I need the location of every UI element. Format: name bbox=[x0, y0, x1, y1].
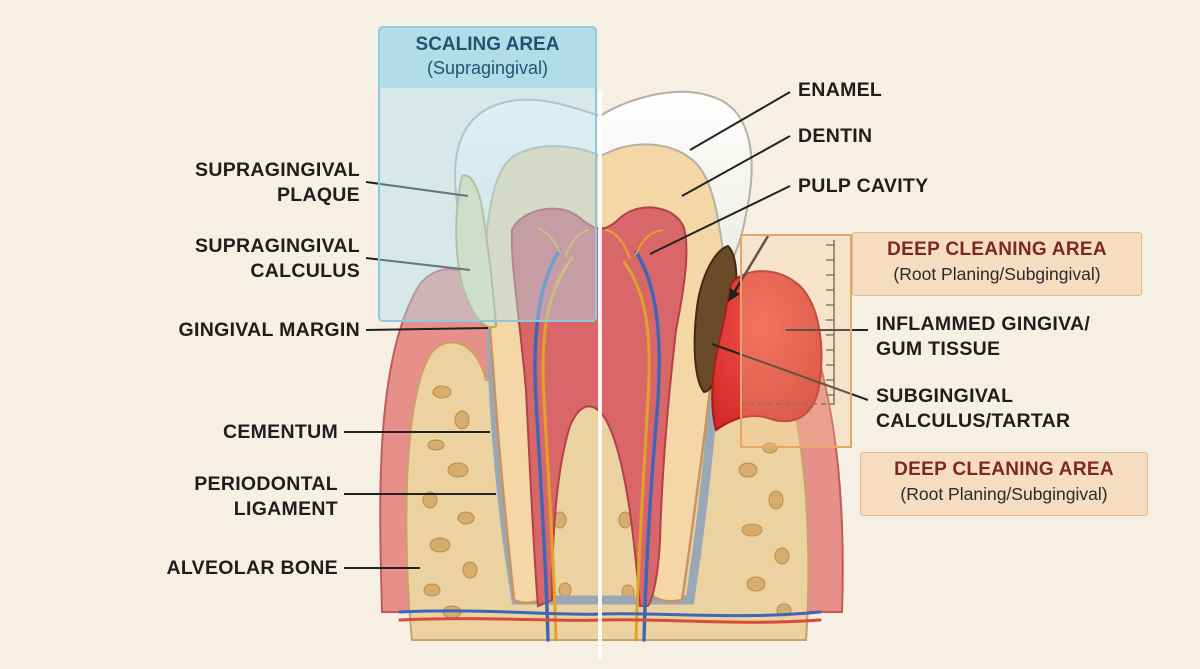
leader-lines bbox=[344, 91, 869, 569]
scaling-area-title: SCALING AREA bbox=[415, 34, 560, 55]
supragingival-calculus bbox=[455, 174, 498, 329]
label-periodontal-ligament: PERIODONTAL LIGAMENT bbox=[194, 473, 338, 520]
label-supragingival-calculus: SUPRAGINGIVAL CALCULUS bbox=[195, 235, 360, 282]
inflamed-gingiva bbox=[711, 270, 823, 432]
scaling-area-subtitle: (Supragingival) bbox=[426, 58, 549, 78]
pocket-depth-ruler bbox=[740, 240, 835, 405]
deep-cleaning-title-top: DEEP CLEANING AREA bbox=[887, 239, 1107, 260]
label-gingival-margin: GINGIVAL MARGIN bbox=[178, 319, 360, 341]
deep-cleaning-label-top: DEEP CLEANING AREA (Root Planing/Subging… bbox=[852, 232, 1142, 296]
label-pulp-cavity: PULP CAVITY bbox=[798, 175, 929, 197]
label-subgingival-calculus: SUBGINGIVAL CALCULUS/TARTAR bbox=[876, 385, 1071, 432]
calculus-pointer-arrow bbox=[730, 235, 770, 297]
deep-cleaning-title-bottom: DEEP CLEANING AREA bbox=[894, 459, 1114, 480]
label-cementum: CEMENTUM bbox=[222, 421, 338, 443]
deep-cleaning-subtitle-top: (Root Planing/Subgingival) bbox=[893, 264, 1101, 284]
label-supragingival-plaque: SUPRAGINGIVAL PLAQUE bbox=[195, 159, 360, 206]
label-enamel: ENAMEL bbox=[798, 79, 883, 101]
label-inflamed-gingiva: INFLAMMED GINGIVA/ GUM TISSUE bbox=[876, 313, 1091, 360]
label-dentin: DENTIN bbox=[798, 125, 873, 147]
deep-cleaning-label-bottom: DEEP CLEANING AREA (Root Planing/Subging… bbox=[860, 452, 1148, 516]
scaling-area-label: SCALING AREA (Supragingival) bbox=[378, 26, 597, 88]
deep-cleaning-subtitle-bottom: (Root Planing/Subgingival) bbox=[900, 484, 1108, 504]
label-alveolar-bone: ALVEOLAR BONE bbox=[166, 557, 338, 579]
deep-cleaning-region bbox=[740, 234, 852, 448]
